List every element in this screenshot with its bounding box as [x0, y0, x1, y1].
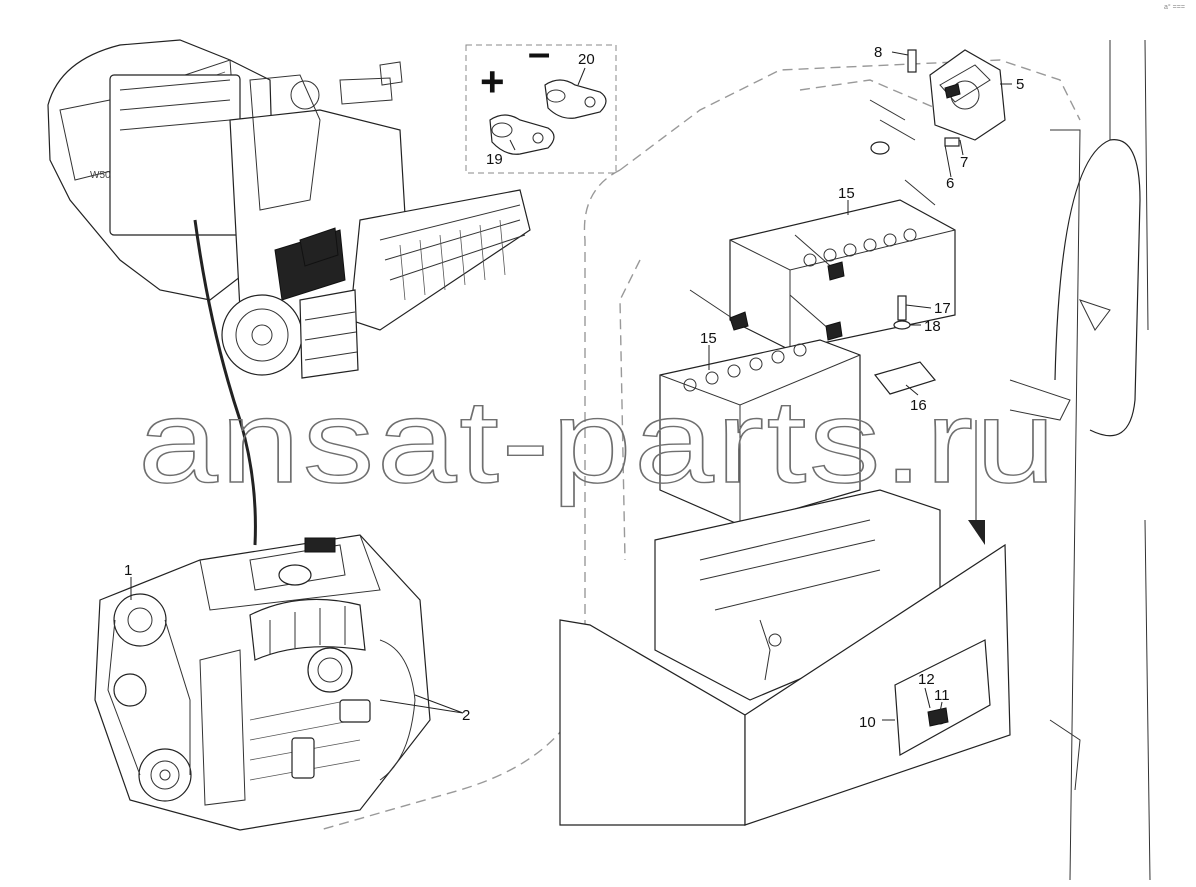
- battery-main-switch: [870, 49, 1006, 155]
- callout-17: 17: [934, 300, 951, 317]
- positive-sign: +: [480, 58, 505, 105]
- negative-clamp-icon: [544, 79, 607, 119]
- machine-badge: W50: [90, 170, 111, 181]
- callout-1: 1: [124, 562, 132, 579]
- callout-18: 18: [924, 318, 941, 335]
- callout-19: 19: [486, 151, 503, 168]
- callout-20: 20: [578, 51, 595, 68]
- callout-2: 2: [462, 707, 470, 724]
- terminal-detail-box: + –: [465, 31, 617, 174]
- machine-to-engine-leader: [193, 219, 257, 546]
- corner-mark: a° ===: [1164, 3, 1185, 11]
- callout-15-front-battery: 15: [700, 330, 717, 347]
- battery-assembly: [559, 99, 1011, 826]
- callout-16: 16: [910, 397, 927, 414]
- callout-15-rear-battery: 15: [838, 185, 855, 202]
- callout-8: 8: [874, 44, 882, 61]
- negative-sign: –: [528, 31, 550, 75]
- callout-11: 11: [934, 687, 950, 704]
- engine-illustration: [94, 534, 431, 831]
- callout-5: 5: [1016, 76, 1024, 93]
- leader-arrowhead-icon: [968, 520, 985, 545]
- callout-10: 10: [859, 714, 876, 731]
- positive-clamp-icon: [489, 114, 555, 155]
- callout-12: 12: [918, 671, 935, 688]
- callout-7: 7: [960, 154, 968, 171]
- callout-leaders: [130, 51, 1012, 721]
- cab-frame-and-handrail: [1009, 39, 1151, 881]
- callout-labels: 1 2 5 6 7 8 10 11 12 15 15 16 17 18 19 2…: [124, 44, 1024, 731]
- callout-6: 6: [946, 175, 954, 192]
- site-watermark: ansat-parts.ru: [138, 376, 1058, 508]
- machine-illustration: W50: [47, 39, 531, 379]
- mounting-plate: [894, 639, 991, 756]
